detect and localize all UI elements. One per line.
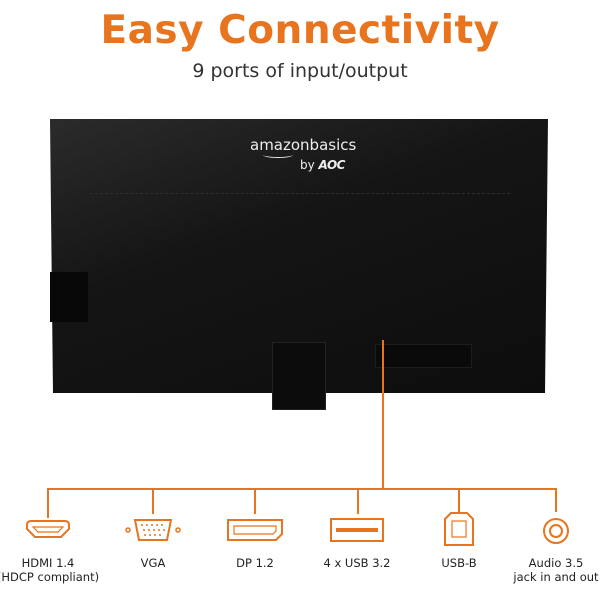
port-name: HDMI 1.4	[21, 556, 75, 570]
connector-drop	[47, 488, 49, 518]
brand-logo: amazonbasics	[250, 136, 357, 154]
connector-drop	[357, 488, 359, 514]
usb-a-icon	[330, 518, 384, 542]
port-panel	[375, 344, 472, 368]
port-name: Audio 3.5	[528, 556, 584, 570]
usb-b-icon	[444, 512, 474, 546]
port-label-usb-a: 4 x USB 3.2	[302, 556, 412, 570]
port-label-hdmi: HDMI 1.4(HDCP compliant)	[0, 556, 103, 584]
brand-smile-arrow	[263, 152, 293, 158]
port-name: 4 x USB 3.2	[323, 556, 391, 570]
connector-line-main	[382, 340, 384, 490]
connector-drop	[254, 488, 256, 514]
vga-icon	[125, 519, 181, 541]
displayport-icon	[227, 519, 283, 541]
connector-drop	[555, 488, 557, 512]
vent-line	[90, 193, 510, 195]
connector-line-horizontal	[47, 488, 557, 490]
connector-drop	[458, 488, 460, 514]
audio-jack-icon	[543, 518, 569, 544]
maker-text: AOC	[318, 158, 346, 172]
hdmi-icon	[26, 520, 70, 538]
port-note: jack in and out	[513, 570, 599, 584]
port-label-usb-b: USB-B	[404, 556, 514, 570]
port-note: (HDCP compliant)	[0, 570, 100, 584]
monitor-stand	[272, 342, 326, 410]
port-name: DP 1.2	[236, 556, 274, 570]
port-label-dp: DP 1.2	[200, 556, 310, 570]
by-text: by	[300, 158, 315, 172]
port-name: VGA	[140, 556, 166, 570]
side-port-recess	[50, 272, 88, 322]
page-subtitle: 9 ports of input/output	[192, 60, 408, 82]
connector-drop	[152, 488, 154, 514]
maker-logo: by AOC	[300, 158, 345, 172]
port-label-vga: VGA	[98, 556, 208, 570]
page-title: Easy Connectivity	[100, 8, 500, 53]
port-name: USB-B	[441, 556, 477, 570]
